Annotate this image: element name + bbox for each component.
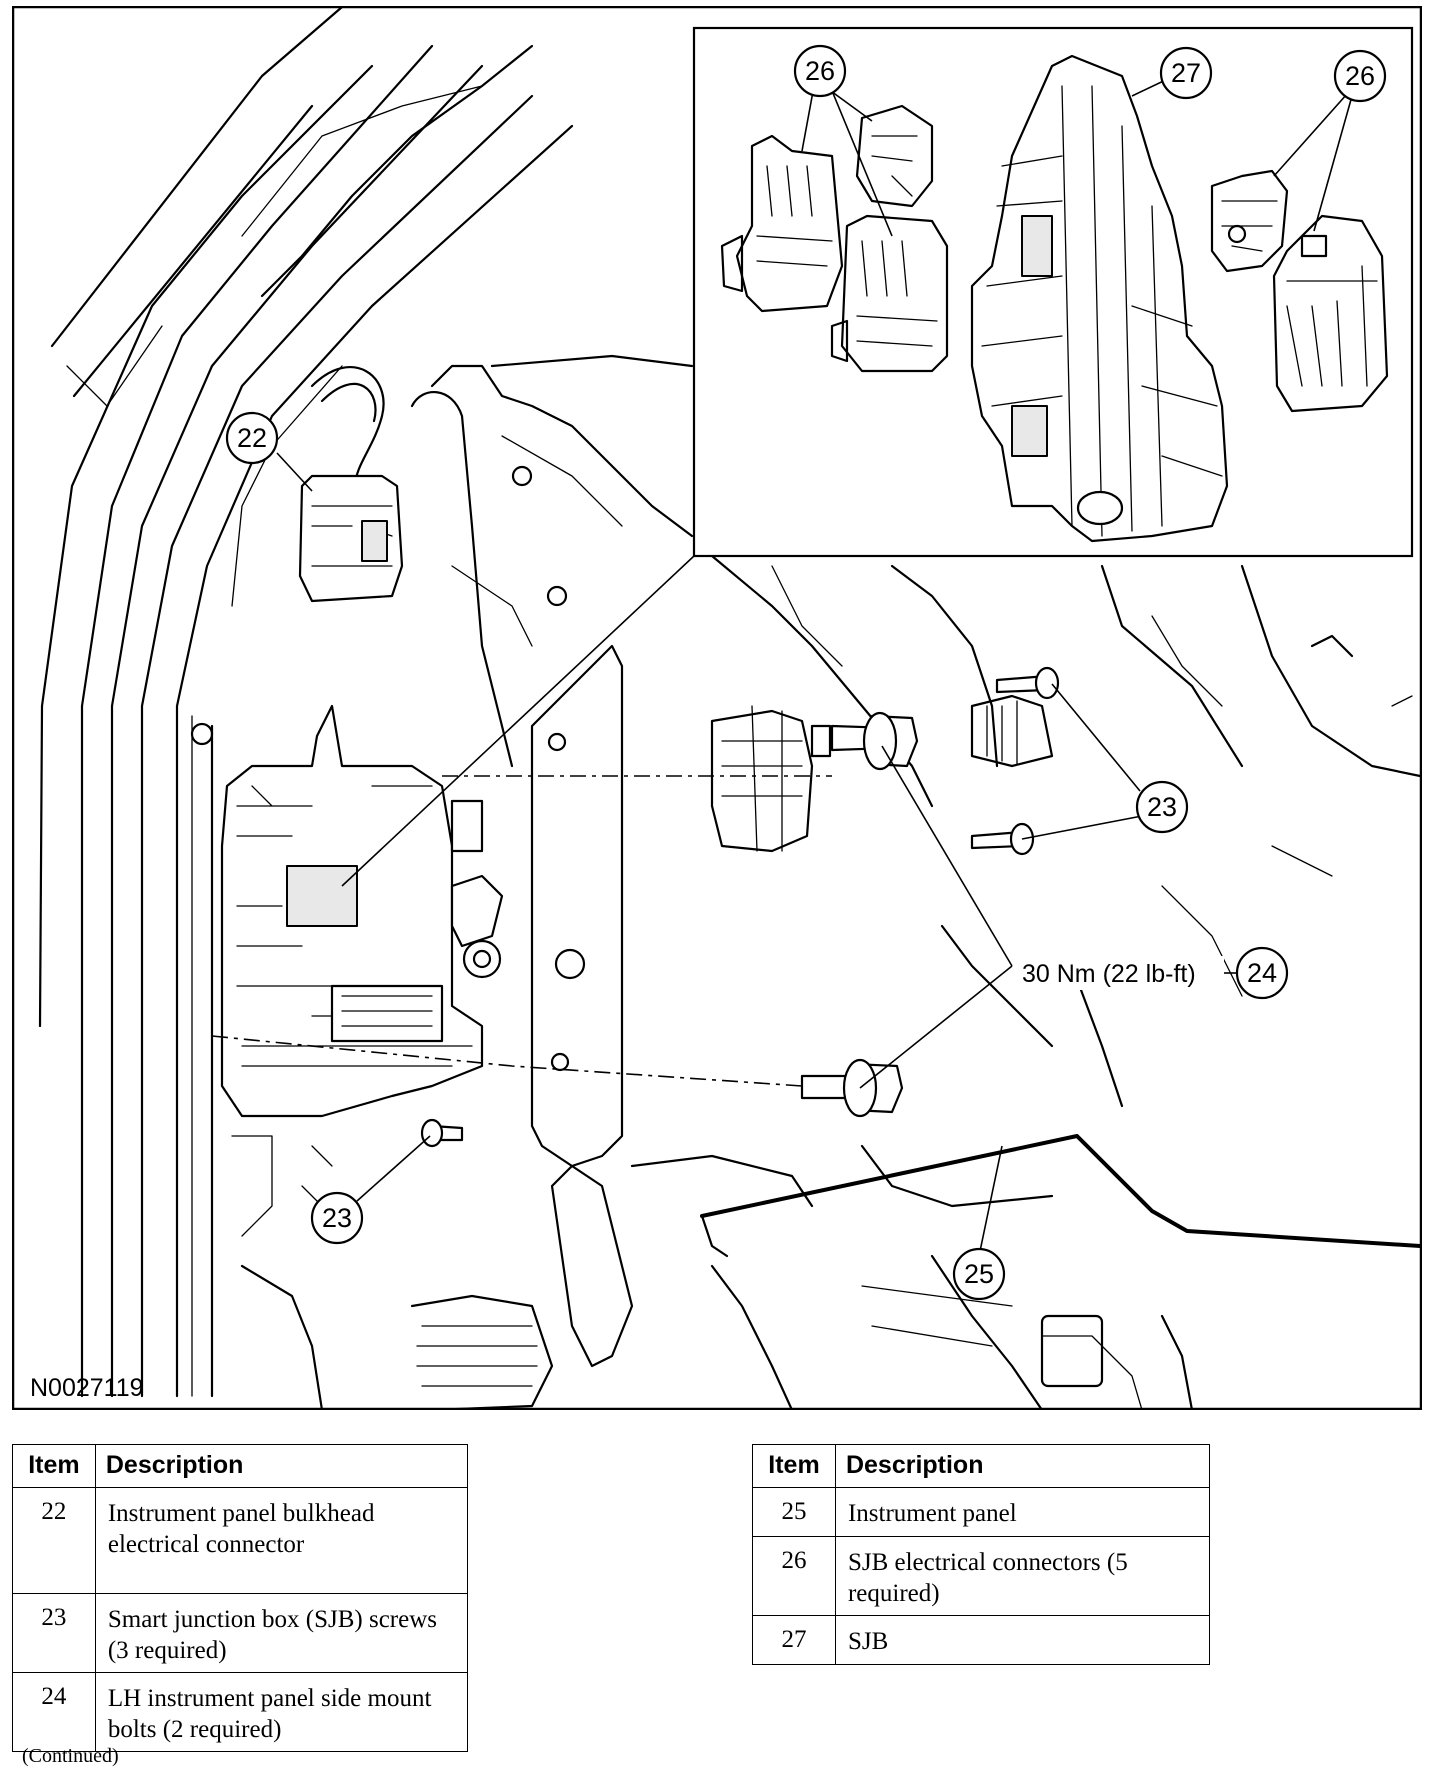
panel-structure-lower bbox=[231, 1134, 1422, 1410]
service-illustration: 22 23 23 24 25 26 27 26 30 Nm (22 lb-ft)… bbox=[12, 6, 1422, 1410]
sjb-connector-26-e bbox=[1272, 214, 1389, 413]
sjb-connector-26-a bbox=[720, 134, 844, 313]
svg-text:23: 23 bbox=[322, 1203, 352, 1233]
sjb-installed bbox=[220, 704, 504, 1118]
panel-structure-right bbox=[890, 564, 1422, 1108]
svg-text:25: 25 bbox=[964, 1259, 994, 1289]
table-header-row: Item Description bbox=[752, 1444, 1211, 1488]
screw-23-middle bbox=[970, 822, 1035, 856]
item-number: 25 bbox=[752, 1487, 836, 1537]
table-row: 27 SJB bbox=[752, 1615, 1211, 1665]
svg-text:26: 26 bbox=[805, 56, 835, 86]
legend-table-left: Item Description 22 Instrument panel bul… bbox=[12, 1444, 469, 1752]
callout-leaders bbox=[276, 452, 1237, 1257]
svg-text:23: 23 bbox=[1147, 792, 1177, 822]
callout-22: 22 bbox=[225, 411, 279, 465]
inset-detail-view bbox=[341, 26, 1414, 887]
item-description: Smart junction box (SJB) screws (3 requi… bbox=[94, 1593, 469, 1673]
connector-at-bracket bbox=[710, 705, 832, 853]
bolt-24-lower bbox=[800, 1058, 904, 1118]
torque-spec-label: 30 Nm (22 lb-ft) bbox=[1022, 960, 1196, 988]
figure-id: N0027119 bbox=[30, 1374, 144, 1402]
svg-text:24: 24 bbox=[1247, 958, 1277, 988]
item-description: LH instrument panel side mount bolts (2 … bbox=[94, 1672, 469, 1752]
item-description: SJB bbox=[834, 1615, 1211, 1665]
table-header-row: Item Description bbox=[12, 1444, 469, 1488]
header-description: Description bbox=[94, 1444, 469, 1488]
sjb-connector-26-b bbox=[855, 104, 934, 208]
header-item: Item bbox=[752, 1444, 836, 1488]
mounting-bracket bbox=[530, 644, 634, 1368]
callout-24: 24 bbox=[1235, 946, 1289, 1000]
item-number: 24 bbox=[12, 1672, 96, 1752]
sjb-connector-26-c bbox=[830, 214, 949, 373]
callout-26-right: 26 bbox=[1333, 49, 1387, 103]
bolt-24-upper bbox=[830, 711, 919, 771]
sjb-module-27 bbox=[970, 54, 1229, 543]
item-number: 26 bbox=[752, 1536, 836, 1616]
item-number: 27 bbox=[752, 1615, 836, 1665]
table-row: 26 SJB electrical connectors (5 required… bbox=[752, 1536, 1211, 1616]
header-item: Item bbox=[12, 1444, 96, 1488]
callout-26-left: 26 bbox=[793, 44, 847, 98]
panel-structure-upper bbox=[410, 354, 934, 808]
item-number: 22 bbox=[12, 1487, 96, 1594]
item-description: SJB electrical connectors (5 required) bbox=[834, 1536, 1211, 1616]
legend-table-right: Item Description 25 Instrument panel 26 … bbox=[752, 1444, 1211, 1665]
a-pillar-linework bbox=[38, 6, 574, 1398]
table-row: 25 Instrument panel bbox=[752, 1487, 1211, 1537]
callout-25: 25 bbox=[952, 1247, 1006, 1301]
item-description: Instrument panel bbox=[834, 1487, 1211, 1537]
table-row: 24 LH instrument panel side mount bolts … bbox=[12, 1672, 469, 1752]
screw-23-upper bbox=[995, 666, 1060, 700]
installation-lines bbox=[211, 775, 832, 1087]
svg-text:22: 22 bbox=[237, 423, 267, 453]
exploded-view-drawing: 22 23 23 24 25 26 27 26 30 Nm (22 lb-ft)… bbox=[12, 6, 1422, 1410]
table-row: 22 Instrument panel bulkhead electrical … bbox=[12, 1487, 469, 1594]
bulkhead-connector-22 bbox=[298, 474, 404, 603]
header-description: Description bbox=[834, 1444, 1211, 1488]
callout-23-right: 23 bbox=[1135, 780, 1189, 834]
sjb-connector-26-d bbox=[1210, 169, 1289, 273]
callout-27: 27 bbox=[1159, 46, 1213, 100]
item-description: Instrument panel bulkhead electrical con… bbox=[94, 1487, 469, 1594]
item-number: 23 bbox=[12, 1593, 96, 1673]
svg-text:26: 26 bbox=[1345, 61, 1375, 91]
svg-text:27: 27 bbox=[1171, 58, 1201, 88]
callout-23-lower: 23 bbox=[310, 1191, 364, 1245]
continued-note: (Continued) bbox=[22, 1745, 119, 1767]
table-row: 23 Smart junction box (SJB) screws (3 re… bbox=[12, 1593, 469, 1673]
